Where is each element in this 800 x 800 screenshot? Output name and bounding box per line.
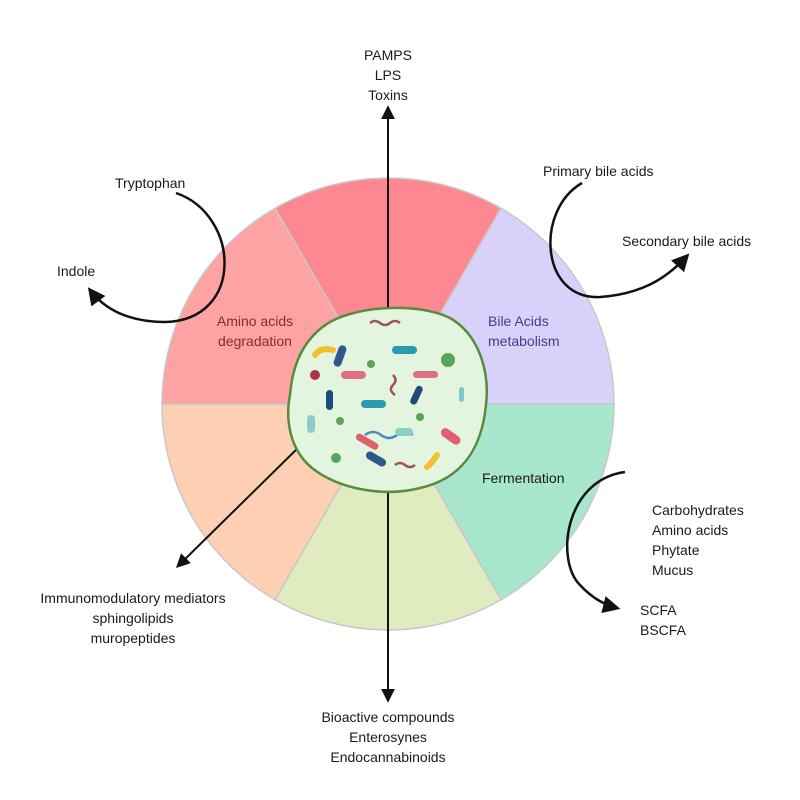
label-lps: LPS [375,67,401,83]
microbiota-blob [287,306,488,494]
label-tryptophan: Tryptophan [115,175,185,191]
label-muropeptides: muropeptides [91,630,176,646]
label-output: BSCFA [640,622,687,638]
label-immunomodulatory: Immunomodulatory mediators [40,590,225,606]
top-labels: PAMPS LPS Toxins [364,47,412,103]
label-indole: Indole [57,263,95,279]
sector-wheel [161,177,615,631]
bile-curve-arrow [549,181,690,299]
label-input: Phytate [652,542,700,558]
label-sphingolipids: sphingolipids [93,610,174,626]
label-output: SCFA [640,602,677,618]
bacteria-icons [307,319,464,470]
label-primary-bile-acids: Primary bile acids [543,163,653,179]
label-input: Mucus [652,562,693,578]
fermentation-inputs: Carbohydrates Amino acids Phytate Mucus [652,502,744,578]
label-bioactive: Bioactive compounds [321,709,454,725]
fermentation-outputs: SCFA BSCFA [640,602,687,638]
fermentation-curve-arrow [566,470,626,614]
lower-left-labels: Immunomodulatory mediators sphingolipids… [40,590,225,646]
sector-label-amino-line1: Amino acids [217,313,293,329]
tryptophan-curve-arrow [87,191,226,324]
sector-label-bile-line2: metabolism [488,333,560,349]
sector-label-amino-line2: degradation [218,333,292,349]
label-toxins: Toxins [368,87,408,103]
label-enterosynes: Enterosynes [349,729,427,745]
arrow-lower-left [176,443,303,568]
label-secondary-bile-acids: Secondary bile acids [622,233,751,249]
label-input: Carbohydrates [652,502,744,518]
label-endocannabinoids: Endocannabinoids [330,749,445,765]
sector-label-fermentation: Fermentation [482,470,564,486]
bottom-labels: Bioactive compounds Enterosynes Endocann… [321,709,454,765]
sector-label-bile-line1: Bile Acids [488,313,549,329]
label-pamps: PAMPS [364,47,412,63]
label-input: Amino acids [652,522,728,538]
